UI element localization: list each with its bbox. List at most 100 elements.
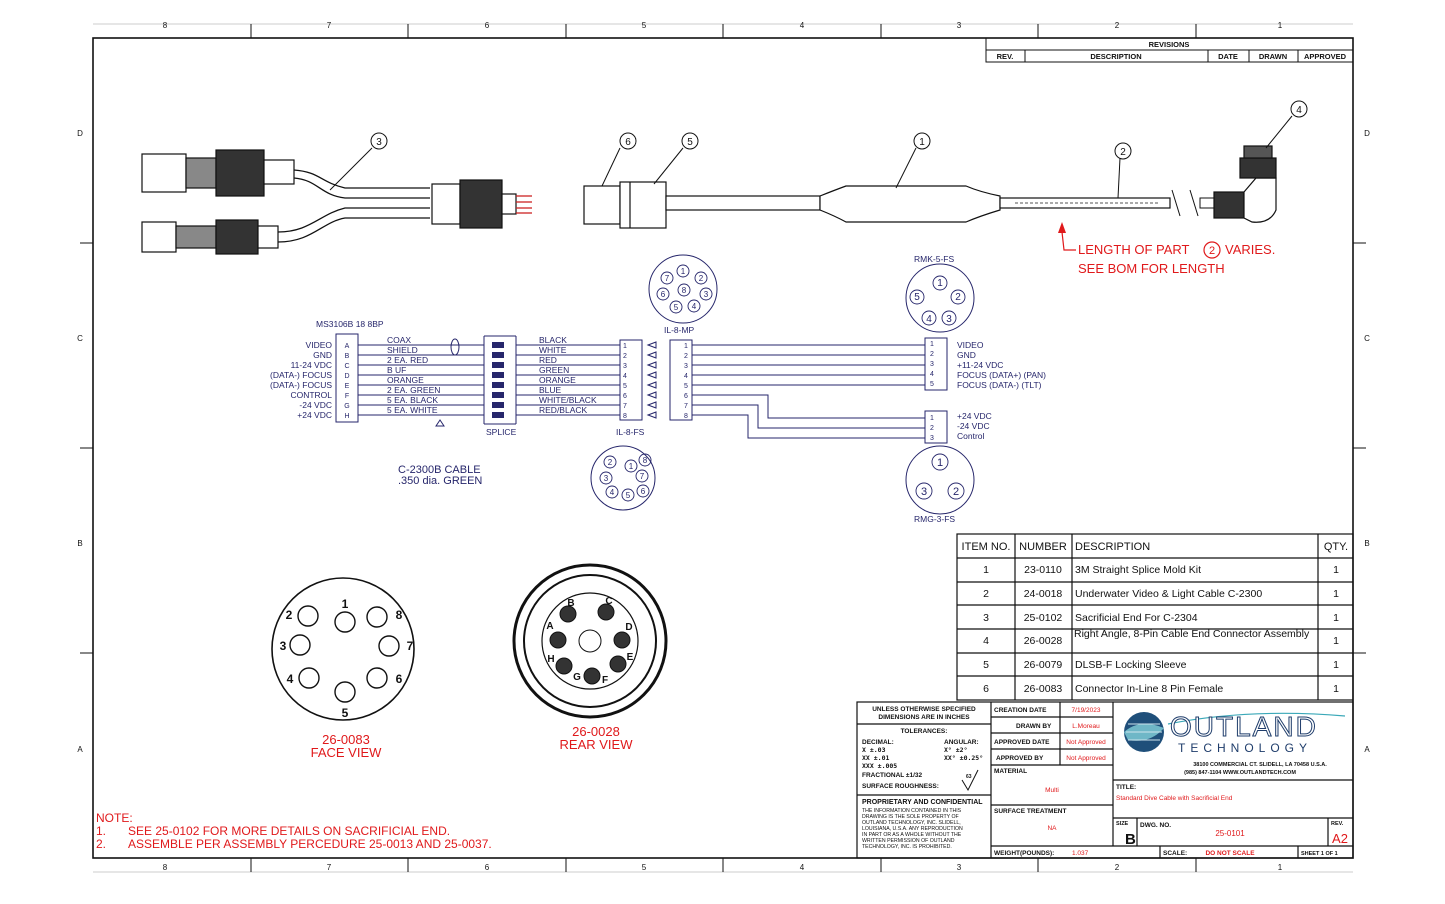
bom-header: NUMBER <box>1019 541 1067 553</box>
bom-item: 1 <box>983 564 989 576</box>
rear-view-number: 26-0028 <box>572 724 620 739</box>
rmk5-pin: 3 <box>930 361 934 368</box>
tb-prop-line: TECHNOLOGY, INC. IS PROHIBITED. <box>862 844 952 850</box>
face-pin: 7 <box>407 639 414 653</box>
bom-description: Underwater Video & Light Cable C-2300 <box>1075 588 1262 600</box>
tb-prop-line: WRITTEN PERMISSION OF OUTLAND <box>862 838 955 844</box>
signal-label: GND <box>313 350 332 360</box>
tb-prop-line: IN PART OR AS A WHOLE WITHOUT THE <box>862 832 962 838</box>
rev-header: REV. <box>997 52 1014 61</box>
tb-title: Standard Dive Cable with Sacrificial End <box>1116 795 1233 802</box>
rmg3-label: RMG-3-FS <box>914 514 955 524</box>
il8mp-pin: 3 <box>684 363 688 370</box>
face-pin: 5 <box>342 706 349 720</box>
rear-pin: D <box>625 622 632 633</box>
grid-col-label: 7 <box>327 863 332 872</box>
splice-marks <box>492 342 504 418</box>
il8fs-pin: 6 <box>623 393 627 400</box>
tb-label: SIZE <box>1116 821 1129 827</box>
wire-color: ORANGE <box>539 375 576 385</box>
tb-weight: 1.037 <box>1072 850 1089 857</box>
tb-rev: A2 <box>1332 831 1348 846</box>
tb-tolerances: TOLERANCES: <box>901 728 948 735</box>
tb-creation-date: 7/19/2023 <box>1072 707 1101 714</box>
grid-col-label: 5 <box>642 863 647 872</box>
signal-label: +24 VDC <box>297 410 332 420</box>
wire-spec: ORANGE <box>387 375 424 385</box>
balloon-label: 2 <box>1120 147 1126 158</box>
length-note-ref: 2 <box>1209 245 1215 257</box>
rear-view: A B C D E F G H 26-0028 REAR VIEW <box>512 563 668 752</box>
face-pin: 3 <box>280 639 287 653</box>
balloon-label: 1 <box>919 137 925 148</box>
signal-label: (DATA-) FOCUS <box>270 370 332 380</box>
bom-item: 6 <box>983 683 989 695</box>
rmk5-face-pin: 3 <box>946 314 952 325</box>
tb-prop-line: DRAWING IS THE SOLE PROPERTY OF <box>862 814 959 820</box>
rmk5-signal: FOCUS (DATA+) (PAN) <box>957 370 1046 380</box>
bom-item: 2 <box>983 588 989 600</box>
tb-angular: ANGULAR: <box>944 739 979 746</box>
wire-spec: B UF <box>387 365 406 375</box>
logo-top: OUTLAND <box>1170 711 1318 742</box>
balloon-5 <box>681 132 699 150</box>
il8fs-face-pin: 2 <box>608 458 613 467</box>
grid-row-label: C <box>1364 334 1370 343</box>
revisions-table: REVISIONS REV. DESCRIPTION DATE DRAWN AP… <box>985 37 1354 63</box>
wire-spec: SHIELD <box>387 345 418 355</box>
balloon-label: 5 <box>687 137 693 148</box>
wire-color: WHITE/BLACK <box>539 395 597 405</box>
rev-header: DESCRIPTION <box>1090 52 1141 61</box>
il8fs-pin: 7 <box>623 403 627 410</box>
face-pin: 4 <box>287 672 294 686</box>
grid-col-label: 2 <box>1115 863 1120 872</box>
wire-color: BLUE <box>539 385 562 395</box>
il8mp-pin: 1 <box>684 343 688 350</box>
il8fs-pin: 3 <box>623 363 627 370</box>
rmk5-signal: VIDEO <box>957 340 984 350</box>
tb-roughness: SURFACE ROUGHNESS: <box>862 783 939 790</box>
notes: NOTE: 1. SEE 25-0102 FOR MORE DETAILS ON… <box>96 811 492 851</box>
grid-row-label: B <box>77 539 82 548</box>
bom-description: Right Angle, 8-Pin Cable End Connector A… <box>1074 628 1310 640</box>
rear-pin: E <box>627 652 634 663</box>
tb-label: MATERIAL <box>994 768 1027 775</box>
tb-label: APPROVED DATE <box>994 739 1050 746</box>
rear-pin: A <box>546 621 553 632</box>
tb-prop-line: OUTLAND TECHNOLOGY, INC. SLIDELL, <box>862 820 961 826</box>
tb-prop-line: LOUISIANA, U.S.A. ANY REPRODUCTION <box>862 826 963 832</box>
face-pin: 8 <box>396 608 403 622</box>
face-pin: 1 <box>342 597 349 611</box>
rmg3-face-pin: 3 <box>921 486 927 498</box>
bom-description: Sacrificial End For C-2304 <box>1075 612 1198 624</box>
grid-col-label: 4 <box>800 21 805 30</box>
grid-row-label: A <box>77 745 83 754</box>
grid-col-label: 4 <box>800 863 805 872</box>
tb-dwg-number: 25-0101 <box>1215 829 1245 838</box>
rmg3-signal: +24 VDC <box>957 411 992 421</box>
bom-description: Connector In-Line 8 Pin Female <box>1075 683 1223 695</box>
grid-col-label: 6 <box>485 21 490 30</box>
rmg3-pin: 1 <box>930 415 934 422</box>
rmk5-signal: +11-24 VDC <box>957 360 1003 370</box>
splice-mold-icon <box>819 185 1001 223</box>
bom-item: 3 <box>983 612 989 624</box>
il8fs-face-pin: 8 <box>643 456 648 465</box>
bom-item: 4 <box>983 635 989 647</box>
il8mp-pin: 4 <box>684 373 688 380</box>
bom-qty: 1 <box>1333 683 1339 695</box>
rmk5-face-pin: 5 <box>914 292 920 303</box>
tb-tol: XX ±.01 <box>862 754 889 762</box>
il8mp-face-pin: 3 <box>704 290 709 299</box>
tb-label: DRAWN BY <box>1016 723 1052 730</box>
logo-bottom: TECHNOLOGY <box>1178 741 1312 755</box>
part-balloons <box>329 100 1308 199</box>
rear-view-caption: REAR VIEW <box>560 737 634 752</box>
revisions-title: REVISIONS <box>1149 40 1190 49</box>
tb-tol: XXX ±.005 <box>862 762 897 770</box>
tb-label: APPROVED BY <box>996 755 1044 762</box>
tb-fractional: FRACTIONAL ±1/32 <box>862 772 923 779</box>
il8fs-pin: 2 <box>623 353 627 360</box>
il8mp-face-pin: 6 <box>661 290 666 299</box>
pin-letter: A <box>345 343 350 350</box>
